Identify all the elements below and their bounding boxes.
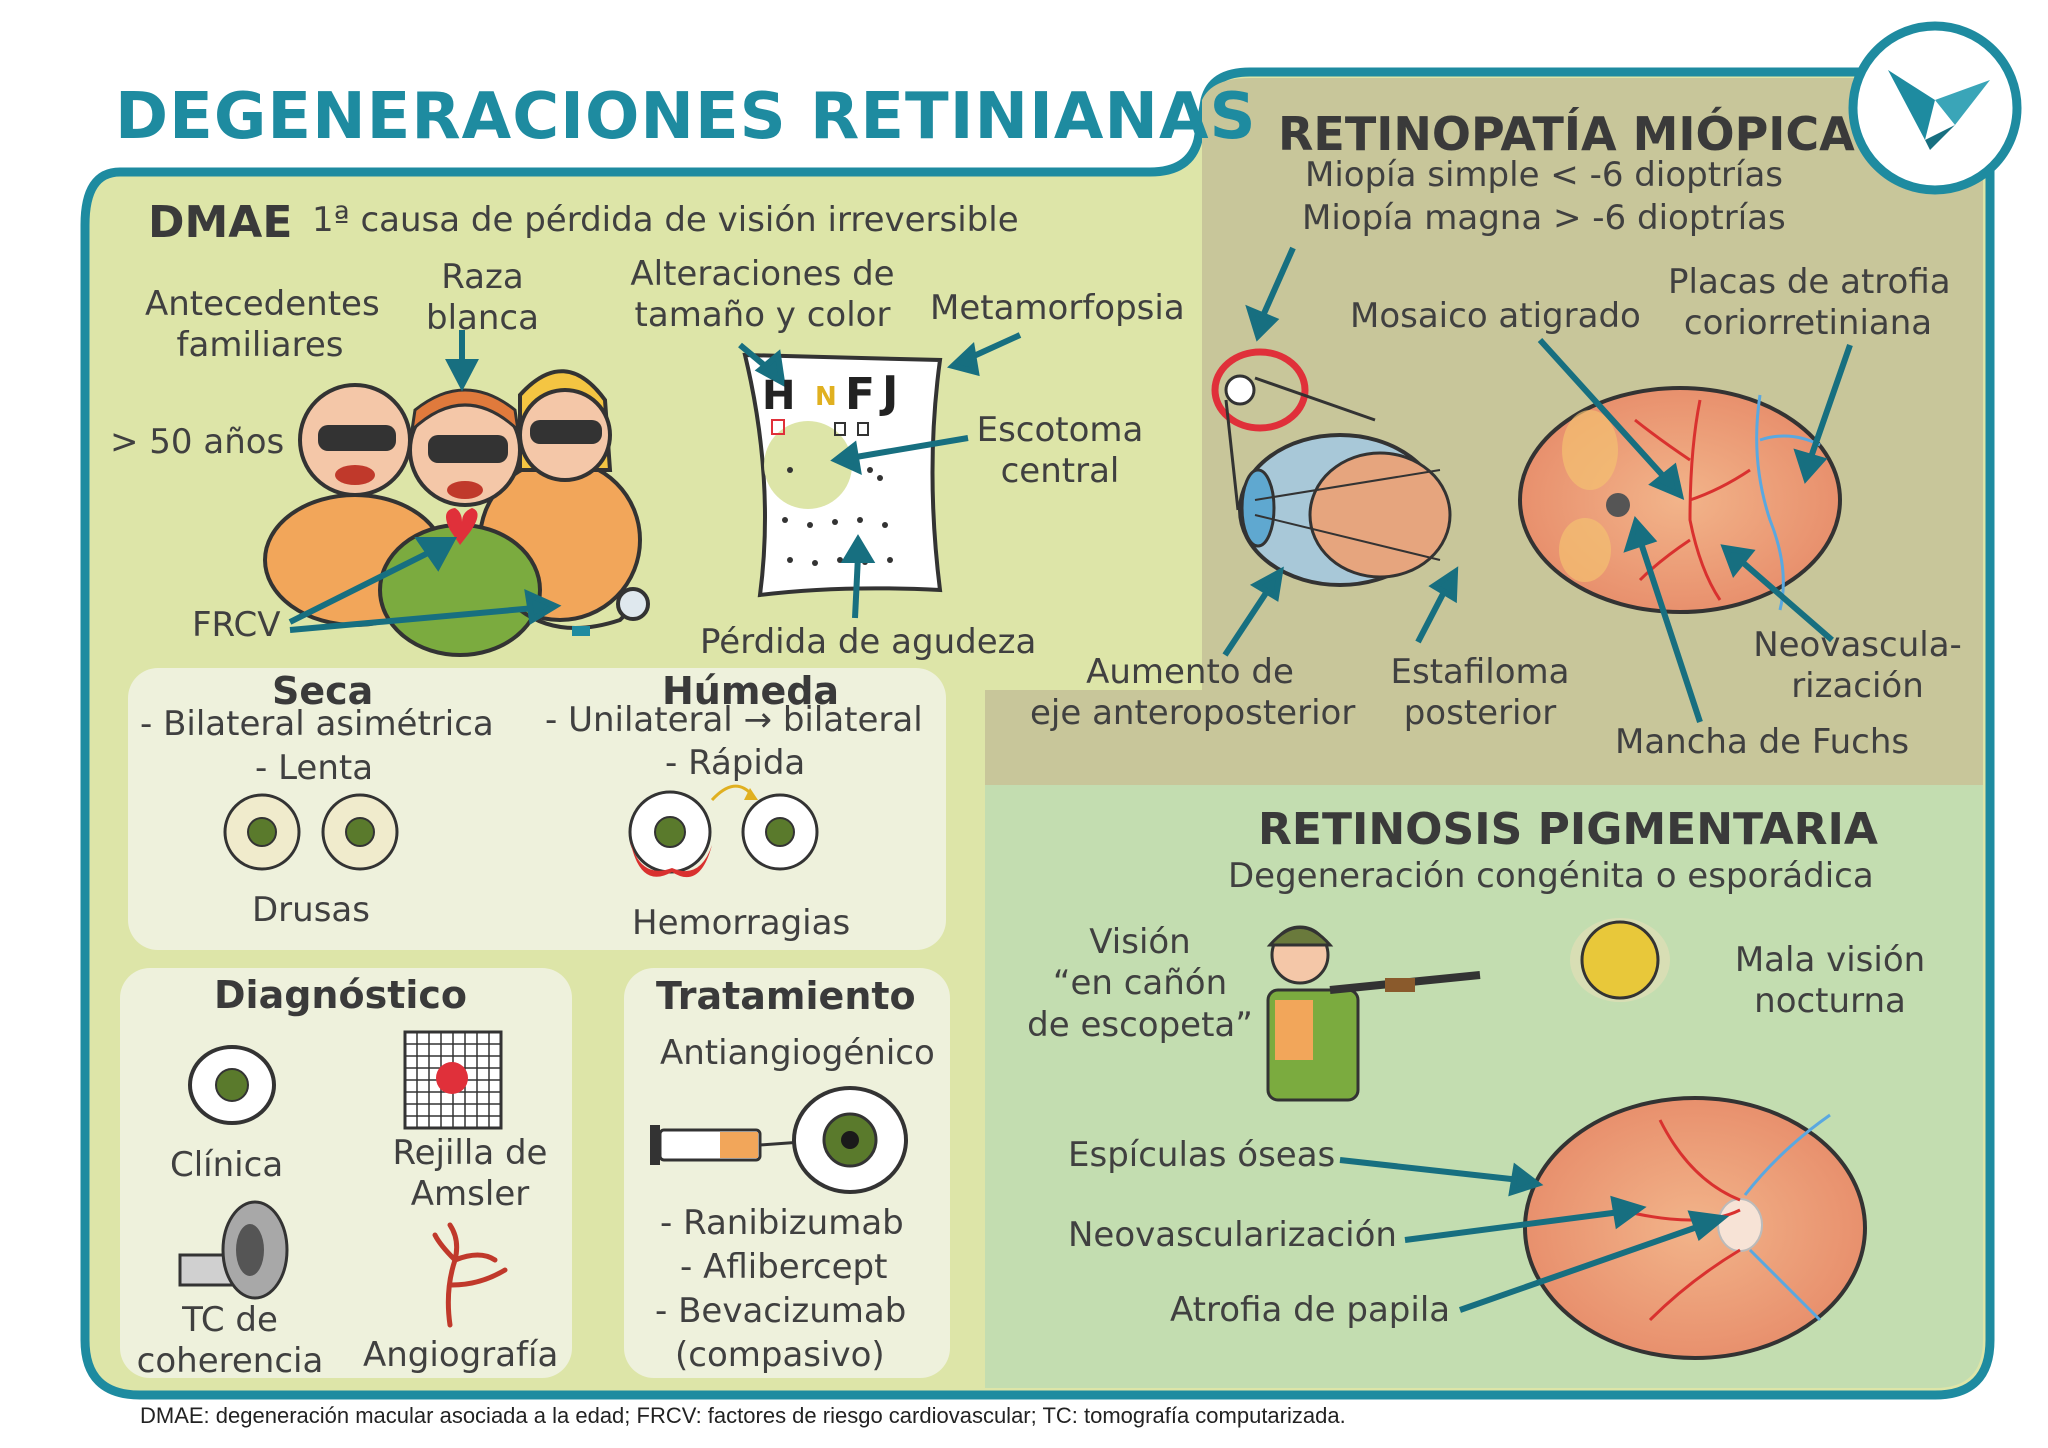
logo-circle — [1848, 21, 2022, 195]
tratamiento-subtitle: Antiangiogénico — [660, 1033, 935, 1073]
pigmentaria-neovasc: Neovascularización — [1068, 1215, 1397, 1255]
miopica-aumento: Aumento de eje anteroposterior — [1030, 652, 1356, 735]
diagnostico-rejilla-line2: Amsler — [410, 1174, 530, 1215]
moon-icon — [1570, 918, 1670, 1002]
seca-title: Seca — [272, 669, 374, 713]
diagnostico-rejilla: Rejilla de Amsler — [380, 1133, 560, 1216]
risk-edad: > 50 años — [110, 422, 285, 462]
chart-letter-f: F — [845, 369, 876, 420]
fundus-icon — [1518, 386, 1842, 614]
drusen-eye-icon — [223, 793, 399, 871]
miopica-title: RETINOPATÍA MIÓPICA — [1278, 107, 1855, 161]
miopica-estafiloma: Estafiloma posterior — [1380, 652, 1580, 735]
humeda-line2: - Rápida — [665, 743, 806, 783]
eye-chart-icon — [742, 352, 943, 598]
humeda-title: Húmeda — [662, 669, 840, 713]
angiography-icon — [432, 1222, 508, 1328]
miopica-neovasc: Neovascula- rización — [1745, 625, 1970, 708]
dmae-heading: DMAE — [148, 197, 293, 248]
pigmentaria-nocturna-line1: Mala visión — [1734, 940, 1926, 980]
miopica-placas-line2: coriorretiniana — [1683, 303, 1933, 344]
arrows — [288, 246, 1853, 1313]
pigmentaria-vision-line1: Visión — [1089, 922, 1191, 962]
pigmentaria-nocturna-line2: nocturna — [1754, 981, 1906, 1022]
footnote: DMAE: degeneración macular asociada a la… — [140, 1403, 1346, 1428]
risk-antecedentes: Antecedentes familiares — [145, 284, 380, 367]
miopica-aumento-line2: eje anteroposterior — [1030, 693, 1356, 734]
tratamiento-drug-1: - Ranibizumab — [660, 1203, 904, 1243]
page-title: DEGENERACIONES RETINIANAS — [115, 80, 1257, 154]
pigmentaria-title: RETINOSIS PIGMENTARIA — [1258, 804, 1878, 855]
symptom-agudeza: Pérdida de agudeza — [700, 622, 1037, 662]
myopic-eye-icon — [1211, 348, 1452, 587]
amsler-grid-icon — [403, 1030, 503, 1130]
symptom-alteraciones-line1: Alteraciones de — [630, 254, 895, 294]
symptom-escotoma-line2: central — [1000, 451, 1120, 492]
diagnostico-tc-line2: coherencia — [136, 1341, 324, 1382]
risk-raza-line2: blanca — [426, 298, 539, 339]
risk-antecedentes-line1: Antecedentes — [145, 284, 380, 324]
hemorrhage-eye-icon — [628, 784, 819, 878]
chart-letter-n: N — [815, 382, 837, 412]
hunter-icon — [1266, 925, 1481, 1102]
diagnostico-tc: TC de coherencia — [130, 1300, 330, 1383]
seca-humeda-box — [128, 668, 946, 950]
tratamiento-drug-4: (compasivo) — [675, 1335, 885, 1375]
diagnostico-clinica: Clínica — [170, 1145, 284, 1185]
pigmentaria-nocturna: Mala visión nocturna — [1720, 940, 1940, 1023]
diagnostico-angiografia: Angiografía — [363, 1335, 559, 1375]
risk-raza-line1: Raza — [441, 257, 524, 297]
miopica-placas: Placas de atrofia coriorretiniana — [1668, 262, 1951, 345]
diagnostico-tc-line1: TC de — [182, 1300, 278, 1340]
risk-antecedentes-line2: familiares — [176, 325, 344, 366]
risk-raza: Raza blanca — [400, 257, 565, 340]
chart-letter-j: J — [882, 367, 899, 418]
pigmentaria-atrofia: Atrofia de papila — [1170, 1290, 1451, 1330]
seca-line2: - Lenta — [255, 748, 374, 788]
oct-machine-icon — [178, 1200, 289, 1300]
humeda-line1: - Unilateral → bilateral — [545, 700, 923, 740]
symptom-escotoma: Escotoma central — [960, 410, 1160, 493]
tratamiento-drug-2: - Aflibercept — [680, 1247, 888, 1287]
diagnostico-rejilla-line1: Rejilla de — [392, 1133, 548, 1173]
miopica-neovasc-line2: rización — [1791, 666, 1924, 707]
pigmentaria-vision-line2: “en cañón — [1052, 963, 1228, 1004]
seca-caption: Drusas — [252, 890, 370, 930]
miopica-neovasc-line1: Neovascula- — [1753, 625, 1962, 665]
tratamiento-box — [624, 968, 950, 1378]
risk-frcv: FRCV — [192, 605, 281, 645]
miopica-line1: Miopía simple < -6 dioptrías — [1305, 155, 1784, 195]
pigmentaria-vision: Visión “en cañón de escopeta” — [1020, 922, 1260, 1046]
seca-line1: - Bilateral asimétrica — [140, 704, 494, 744]
pigmentaria-subtitle: Degeneración congénita o esporádica — [1228, 856, 1874, 896]
tratamiento-drug-3: - Bevacizumab — [655, 1291, 907, 1331]
dmae-subtitle: 1ª causa de pérdida de visión irreversib… — [312, 200, 1019, 240]
pigmentaria-vision-line3: de escopeta” — [1027, 1004, 1253, 1045]
pigmentaria-espiculas: Espículas óseas — [1068, 1135, 1336, 1175]
symptom-alteraciones-line2: tamaño y color — [634, 295, 891, 336]
miopica-estafiloma-line2: posterior — [1403, 693, 1557, 734]
people-icon — [263, 369, 650, 657]
symptom-escotoma-line1: Escotoma — [976, 410, 1144, 450]
injection-eye-icon — [792, 1086, 908, 1194]
miopica-mosaico: Mosaico atigrado — [1350, 296, 1641, 336]
miopica-estafiloma-line1: Estafiloma — [1390, 652, 1570, 692]
miopica-line2: Miopía magna > -6 dioptrías — [1302, 198, 1786, 238]
diagnostico-title: Diagnóstico — [214, 973, 468, 1017]
humeda-caption: Hemorragias — [632, 903, 851, 943]
symptom-metamorfopsia: Metamorfopsia — [930, 288, 1185, 328]
miopica-aumento-line1: Aumento de — [1086, 652, 1294, 692]
bird-logo-icon — [1888, 70, 1990, 150]
symptom-alteraciones: Alteraciones de tamaño y color — [620, 254, 905, 337]
miopica-fuchs: Mancha de Fuchs — [1615, 722, 1910, 762]
syringe-icon — [650, 1125, 831, 1165]
clinica-eye-icon — [188, 1045, 276, 1125]
tratamiento-title: Tratamiento — [656, 974, 916, 1018]
miopica-placas-line1: Placas de atrofia — [1668, 262, 1951, 302]
chart-letter-h: H — [762, 373, 796, 419]
miopica-panel — [985, 78, 1983, 785]
